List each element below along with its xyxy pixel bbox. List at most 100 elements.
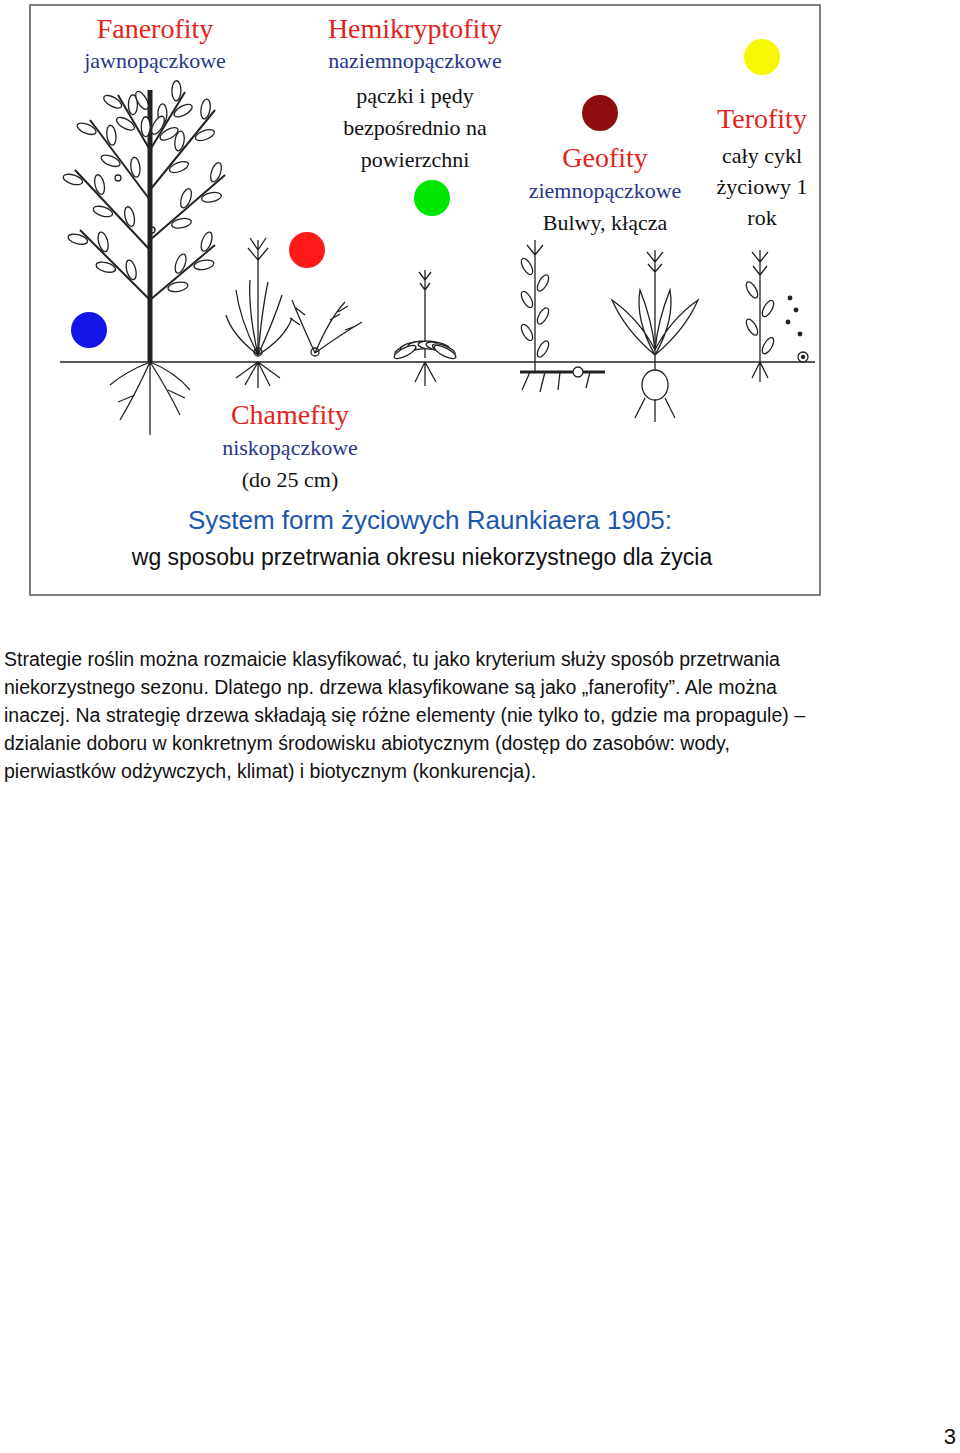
stem (647, 250, 663, 370)
leaf (519, 323, 535, 343)
bud (311, 348, 319, 356)
form-subtitle: ziemnopączkowe (505, 178, 705, 204)
marker-dot (744, 39, 780, 75)
branch (80, 230, 150, 300)
leaf (173, 253, 188, 275)
roots (415, 362, 436, 386)
leaf (744, 280, 760, 300)
roots (110, 362, 190, 435)
leaf (133, 89, 151, 111)
form-name: Geofity (515, 141, 695, 175)
bud (115, 175, 121, 181)
leaf (92, 204, 114, 218)
leaf (535, 306, 551, 326)
leaf (760, 336, 776, 356)
leaves (612, 290, 698, 355)
leaf (519, 290, 535, 310)
leaf (432, 343, 457, 361)
leaf (535, 273, 551, 293)
leaf (67, 232, 89, 246)
leaves (744, 280, 776, 355)
form-note: (do 25 cm) (180, 467, 400, 493)
leaf (100, 153, 122, 169)
leaf (178, 187, 193, 209)
bulb (642, 370, 668, 400)
plants (62, 81, 808, 435)
leaf (106, 125, 117, 146)
form-note: cały cykl życiowy 1 rok (707, 140, 817, 233)
leaves (519, 257, 551, 359)
leaf (171, 217, 192, 230)
ground-line (60, 361, 815, 363)
form-note: pączki i pędy bezpośrednio na powierzchn… (333, 80, 498, 176)
bud (149, 227, 155, 233)
leaf (130, 157, 141, 178)
seed (798, 352, 808, 362)
seed (802, 356, 805, 359)
leaf (172, 102, 194, 120)
branch (150, 175, 225, 240)
leaf (96, 231, 110, 253)
rhizome (520, 371, 605, 374)
roots (236, 362, 280, 388)
roots (752, 362, 768, 382)
seed (794, 308, 798, 312)
flower-stalk (248, 238, 268, 355)
leaf (199, 231, 214, 253)
marker-dot (289, 232, 325, 268)
leaf (201, 191, 222, 204)
paragraph: Strategie roślin można rozmaicie klasyfi… (4, 645, 840, 785)
seed (788, 296, 792, 300)
form-name: Fanerofity (25, 12, 285, 46)
seed (786, 320, 790, 324)
form-subtitle: jawnopączkowe (25, 48, 285, 74)
form-name: Terofity (682, 102, 842, 136)
form-name: Chamefity (180, 398, 400, 432)
leaf (744, 317, 760, 337)
page-number: 3 (930, 1424, 956, 1450)
bud (573, 367, 583, 377)
leaf (149, 114, 167, 136)
leaf (392, 343, 417, 361)
leaf (124, 259, 138, 281)
marker-dot (71, 312, 107, 348)
figure-subtitle: wg sposobu przetrwania okresu niekorzyst… (32, 543, 812, 571)
form-subtitle: niskopączkowe (180, 435, 400, 461)
branch (75, 170, 150, 250)
roots (635, 398, 675, 422)
tree-branches (62, 81, 225, 300)
leaf (93, 174, 106, 196)
leaf (200, 98, 212, 119)
branch (150, 92, 185, 150)
leaf (95, 260, 117, 274)
branch (90, 120, 150, 200)
form-subtitle: naziemnopączkowe (285, 48, 545, 74)
leaves (226, 280, 292, 355)
leaf (760, 299, 776, 319)
seed (798, 332, 802, 336)
leaf (167, 281, 188, 293)
branch (150, 110, 215, 190)
roots (522, 372, 590, 392)
form-note: Bulwy, kłącza (505, 210, 705, 236)
shrub-branches (290, 300, 362, 353)
leaf (141, 117, 150, 137)
leaf (168, 159, 190, 175)
leaf (208, 161, 223, 183)
leaf (115, 115, 137, 133)
leaf (519, 257, 535, 277)
rosette (392, 340, 457, 361)
leaf (172, 81, 181, 101)
leaf (62, 172, 84, 186)
form-name: Hemikryptofity (285, 12, 545, 46)
leaf (193, 259, 214, 271)
leaf (194, 127, 216, 143)
leaf (123, 206, 136, 228)
leaf (102, 93, 124, 111)
bud (254, 348, 262, 356)
marker-dot (414, 180, 450, 216)
leaf (76, 121, 98, 137)
figure-title: System form życiowych Raunkiaera 1905: (100, 505, 760, 536)
